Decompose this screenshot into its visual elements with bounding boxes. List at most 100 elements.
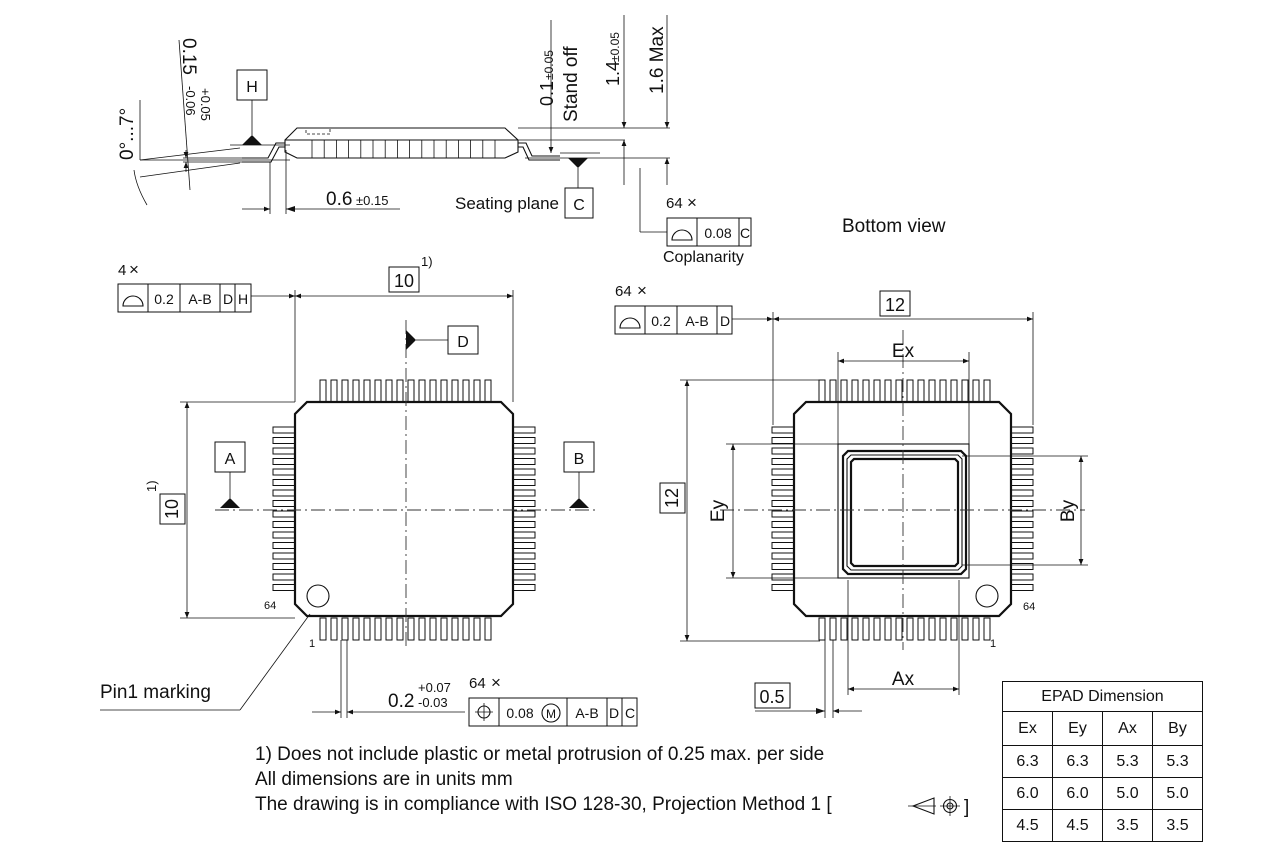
note-1: 1) Does not include plastic or metal pro…: [255, 744, 825, 765]
lead: [429, 379, 437, 403]
lead: [396, 617, 404, 641]
bottom-pin64-label: 64: [1023, 601, 1035, 613]
datum-b-label: B: [574, 451, 585, 468]
lead: [272, 500, 296, 507]
side-view: C Seating plane H 0°...7° 0.15 +0.05 -0.…: [117, 15, 752, 266]
lead: [771, 542, 795, 549]
table-cell: 4.5: [1002, 809, 1053, 842]
lead: [512, 531, 536, 539]
lead: [418, 617, 426, 641]
lead: [771, 584, 795, 591]
epad-col-ey: Ey: [1052, 711, 1103, 746]
bottom-width-value: 12: [885, 295, 905, 315]
lead: [1010, 510, 1034, 518]
lead: [917, 617, 925, 641]
lead: [818, 379, 826, 403]
lead: [873, 617, 881, 641]
lead: [407, 617, 415, 641]
top-width-note: 1): [421, 254, 433, 269]
lead: [1010, 447, 1034, 455]
table-cell: 3.5: [1152, 809, 1203, 842]
lead: [473, 379, 481, 403]
top-view-pins: [272, 379, 536, 641]
lead: [862, 617, 870, 641]
datum-h-box: [236, 69, 268, 101]
bottom-pin1-label: 1: [990, 638, 996, 650]
lead: [873, 379, 881, 403]
lead: [451, 617, 459, 641]
projection-symbol-icon: [908, 796, 960, 816]
lead: [272, 468, 296, 476]
lead: [512, 426, 536, 434]
lead: [341, 379, 349, 403]
position-modifier: M: [546, 707, 556, 721]
lead: [385, 617, 393, 641]
lead: [512, 479, 536, 486]
lead: [1010, 584, 1034, 591]
coplanarity-count: 64: [666, 195, 683, 212]
lead: [983, 379, 991, 403]
notes-bracket-end: ]: [964, 797, 969, 818]
lead: [512, 489, 536, 497]
datum-a-label: A: [225, 451, 236, 468]
table-row: 4.5 4.5 3.5 3.5: [1002, 809, 1203, 842]
bottom-profile-count: 64: [615, 283, 632, 300]
top-height-note: 1): [144, 480, 159, 492]
pin1-dot: [306, 584, 330, 608]
lead: [512, 500, 536, 507]
lead: [272, 510, 296, 518]
lead: [895, 617, 903, 641]
lead: [512, 563, 536, 570]
standoff-label: Stand off: [561, 46, 582, 122]
table-cell: 5.0: [1102, 777, 1153, 810]
lead: [1010, 542, 1034, 549]
bottom-profile-value: 0.2: [651, 313, 671, 329]
pitch-value: 0.5: [759, 687, 784, 707]
lead: [771, 426, 795, 434]
position-value: 0.08: [506, 705, 533, 721]
lead: [771, 500, 795, 507]
table-cell: 3.5: [1102, 809, 1153, 842]
lead: [462, 617, 470, 641]
lead: [374, 617, 382, 641]
datum-d-label: D: [457, 334, 469, 351]
lead: [972, 379, 980, 403]
lead: [771, 521, 795, 528]
top-profile-count: 4: [118, 262, 126, 279]
lead: [396, 379, 404, 403]
table-row: 6.0 6.0 5.0 5.0: [1002, 777, 1203, 810]
position-datum-2: D: [609, 705, 619, 721]
lead: [840, 617, 848, 641]
lead: [272, 542, 296, 549]
max-height-label: 1.6 Max: [647, 26, 668, 94]
lead: [512, 521, 536, 528]
lead: [771, 510, 795, 518]
lead-width-minus: -0.03: [418, 695, 448, 710]
lead: [451, 379, 459, 403]
lead: [272, 458, 296, 465]
lead-width-plus: +0.07: [418, 680, 451, 695]
standoff-tol: ±0.05: [542, 50, 556, 80]
lead: [950, 379, 958, 403]
lead: [418, 379, 426, 403]
coplanarity-times: ×: [687, 193, 697, 212]
table-cell: 4.5: [1052, 809, 1103, 842]
seating-plane-label: Seating plane: [455, 194, 559, 213]
bottom-profile-datum-1: A-B: [685, 313, 708, 329]
lead: [840, 379, 848, 403]
lead: [851, 379, 859, 403]
pin1-marking-label: Pin1 marking: [100, 682, 211, 703]
epad-outline: [837, 443, 970, 579]
epad-col-ex: Ex: [1002, 711, 1053, 746]
lead: [1010, 500, 1034, 507]
lead: [829, 617, 837, 641]
bottom-view-label: Bottom view: [842, 216, 946, 237]
note-2: All dimensions are in units mm: [255, 769, 513, 790]
body-height-value: 1.4: [603, 61, 623, 86]
bottom-view-pins: [771, 379, 1034, 641]
lead: [272, 489, 296, 497]
lead: [272, 563, 296, 570]
table-cell: 6.3: [1002, 745, 1053, 778]
side-lead-ticks: [311, 140, 496, 158]
table-cell: 6.0: [1002, 777, 1053, 810]
